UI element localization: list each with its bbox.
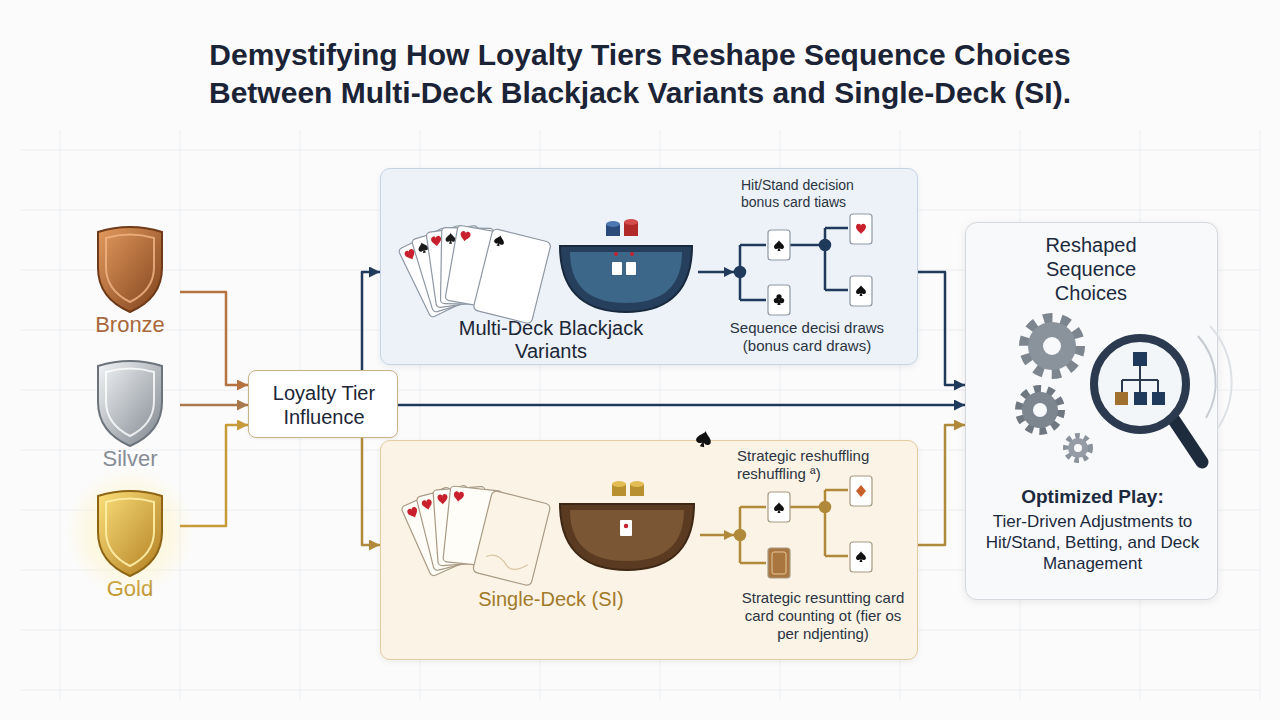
flow-arrow — [918, 272, 965, 385]
gold-shield — [106, 499, 154, 567]
gold-shield — [98, 491, 162, 576]
tier-label: Silver — [80, 446, 180, 472]
flow-arrow — [918, 425, 965, 545]
tier-shield-node: Gold — [80, 486, 180, 604]
bronze-shield — [98, 227, 162, 312]
tier-shield-node: Bronze — [80, 222, 180, 340]
box-label: Loyalty Tier Influence — [249, 381, 399, 429]
flow-arrow — [398, 404, 965, 407]
panel-title: Single-Deck (SI) — [431, 587, 671, 611]
result-title: Reshaped Sequence Choices — [1016, 233, 1166, 305]
bronze-shield — [106, 235, 154, 303]
result-box: Reshaped Sequence ChoicesOptimized Play:… — [965, 222, 1218, 600]
silver-shield — [98, 361, 162, 446]
flow-arrow — [180, 292, 248, 385]
grid-lines — [20, 130, 1260, 700]
tier-shield-node: Silver — [80, 356, 180, 474]
flow-arrow — [362, 272, 380, 370]
panel-note: Hit/Stand decision bonus card tiaws — [741, 177, 881, 211]
flow-arrow — [362, 438, 380, 545]
grid-lines — [60, 130, 1260, 700]
tier-label: Gold — [80, 576, 180, 602]
flow-arrow — [180, 404, 248, 407]
variant-panel: Multi-Deck Blackjack Variants Hit/Stand d… — [380, 168, 918, 365]
flow-arrow — [180, 425, 248, 526]
panel-note: Strategic reshuffling reshuffling ª) — [737, 447, 902, 483]
result-body: Tier-Driven Adjustments to Hit/Stand, Be… — [980, 511, 1205, 574]
silver-shield — [98, 361, 162, 446]
panel-note: Strategic resuntting card card counting … — [733, 589, 913, 643]
panel-title: Multi-Deck Blackjack Variants — [431, 317, 671, 363]
diagram-title: Demystifying How Loyalty Tiers Reshape S… — [40, 36, 1240, 112]
panel-note: Sequence decisi draws (bonus card draws) — [717, 319, 897, 355]
silver-shield — [106, 369, 154, 437]
bronze-shield — [98, 227, 162, 312]
influence-box: Loyalty Tier Influence — [248, 370, 398, 438]
variant-panel: Single-Deck (SI) Strategic reshuffling re… — [380, 440, 918, 660]
tier-label: Bronze — [80, 312, 180, 338]
result-heading: Optimized Play: — [966, 485, 1219, 508]
grid-lines — [20, 150, 1260, 690]
